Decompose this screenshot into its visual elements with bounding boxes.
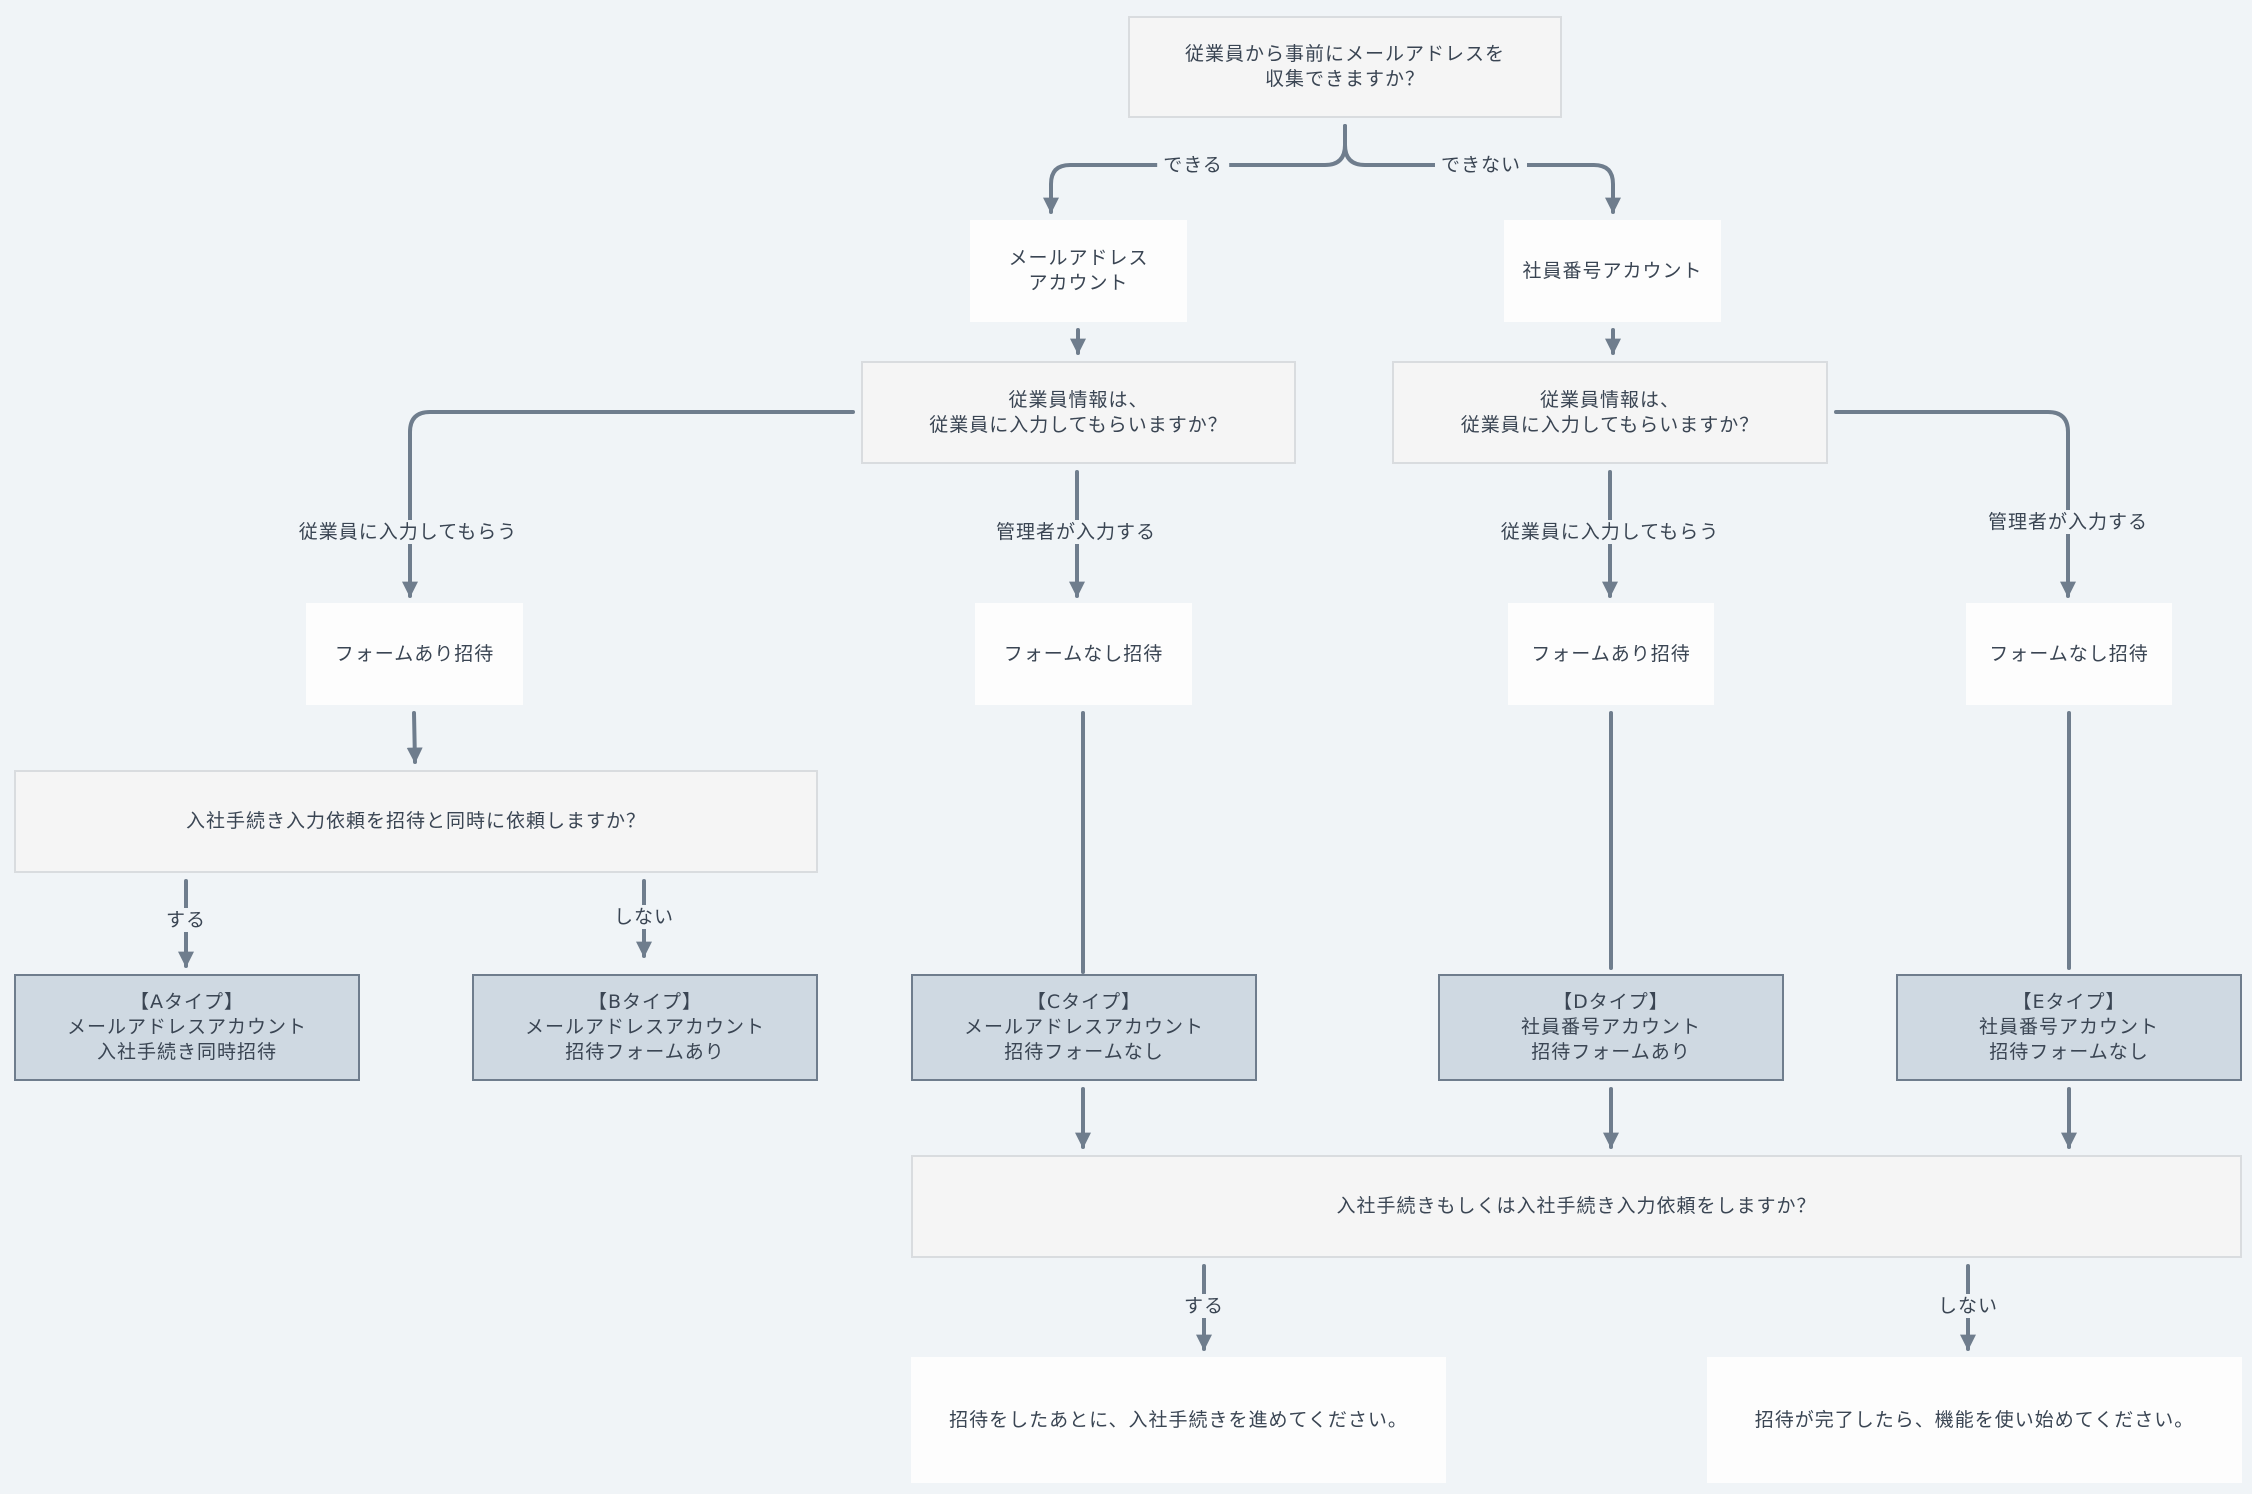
node-text-line: 従業員に入力してもらいますか？	[1460, 413, 1760, 436]
form-invite-node-1: フォームあり招待	[306, 603, 523, 705]
type-b-node: 【Bタイプ】メールアドレスアカウント招待フォームあり	[472, 974, 818, 1081]
employee-number-account-node: 社員番号アカウント	[1504, 220, 1721, 322]
node-text-line: メールアドレスアカウント	[963, 1016, 1204, 1038]
end-node-start-using: 招待が完了したら、機能を使い始めてください。	[1707, 1357, 2242, 1483]
node-text-line: 従業員から事前にメールアドレスを	[1184, 43, 1505, 65]
label-employee-input-left: 従業員に入力してもらう	[292, 520, 524, 544]
node-text-line: 【Cタイプ】	[1026, 991, 1142, 1013]
node-text-line: アカウント	[1028, 272, 1129, 294]
node-text-line: 招待フォームあり	[565, 1041, 725, 1063]
label-dont-end: しない	[1931, 1294, 2005, 1318]
connector-right-to-form-no	[1834, 410, 2076, 598]
label-can: できる	[1157, 153, 1229, 177]
input-question-left: 従業員情報は、従業員に入力してもらいますか？	[861, 361, 1296, 464]
email-collect-question: 従業員から事前にメールアドレスを収集できますか？	[1128, 16, 1562, 118]
type-d-node: 【Dタイプ】社員番号アカウント招待フォームあり	[1438, 974, 1784, 1081]
simultaneous-request-question: 入社手続き入力依頼を招待と同時に依頼しますか？	[14, 770, 818, 873]
node-text-line: 【Eタイプ】	[2012, 991, 2126, 1013]
label-do-a: する	[159, 908, 213, 932]
node-text-line: 招待が完了したら、機能を使い始めてください。	[1754, 1408, 2195, 1431]
node-text-line: 従業員に入力してもらいますか？	[929, 413, 1228, 436]
node-text-line: フォームあり招待	[1531, 642, 1691, 665]
node-text-line: フォームなし招待	[1989, 642, 2149, 665]
node-text-line: 入社手続き同時招待	[96, 1041, 277, 1063]
node-text-line: 社員番号アカウント	[1520, 1016, 1701, 1038]
form-invite-node-2: フォームあり招待	[1508, 603, 1714, 705]
label-employee-input-right: 従業員に入力してもらう	[1494, 520, 1726, 544]
type-e-node: 【Eタイプ】社員番号アカウント招待フォームなし	[1896, 974, 2242, 1081]
node-text-line: フォームなし招待	[1003, 642, 1164, 665]
node-text-line: 従業員情報は、	[1008, 388, 1149, 411]
node-text-line: 【Aタイプ】	[130, 991, 244, 1013]
no-form-invite-node-1: フォームなし招待	[975, 603, 1192, 705]
connector-form-yes-to-simultaneous	[406, 711, 423, 764]
input-question-right: 従業員情報は、従業員に入力してもらいますか？	[1392, 361, 1828, 464]
label-dont-b: しない	[607, 905, 681, 929]
node-text-line: 社員番号アカウント	[1978, 1016, 2159, 1038]
node-text-line: メールアドレス	[1008, 247, 1149, 269]
label-cannot: できない	[1434, 153, 1528, 177]
node-text-line: 入社手続き入力依頼を招待と同時に依頼しますか？	[185, 810, 646, 832]
node-text-line: メールアドレスアカウント	[524, 1016, 765, 1038]
node-text-line: 招待フォームなし	[1004, 1041, 1164, 1063]
procedure-question: 入社手続きもしくは入社手続き入力依頼をしますか？	[911, 1155, 2242, 1258]
type-c-node: 【Cタイプ】メールアドレスアカウント招待フォームなし	[911, 974, 1257, 1081]
label-do-end: する	[1177, 1294, 1231, 1318]
node-text-line: 入社手続きもしくは入社手続き入力依頼をしますか？	[1336, 1195, 1817, 1217]
node-text-line: メールアドレスアカウント	[66, 1016, 307, 1038]
email-account-node: メールアドレスアカウント	[970, 220, 1187, 322]
node-text-line: 収集できますか？	[1264, 68, 1425, 90]
end-node-proceed: 招待をしたあとに、入社手続きを進めてください。	[911, 1357, 1446, 1483]
connector-left-to-form-yes	[402, 410, 855, 598]
no-form-invite-node-2: フォームなし招待	[1966, 603, 2172, 705]
node-text-line: 【Dタイプ】	[1553, 991, 1669, 1013]
node-text-line: 【Bタイプ】	[587, 991, 703, 1013]
label-admin-input-right: 管理者が入力する	[1981, 510, 2155, 534]
label-admin-input-left: 管理者が入力する	[989, 520, 1163, 544]
node-text-line: 招待をしたあとに、入社手続きを進めてください。	[949, 1408, 1408, 1431]
node-text-line: 招待フォームあり	[1531, 1041, 1691, 1063]
node-text-line: 社員番号アカウント	[1522, 259, 1703, 282]
type-a-node: 【Aタイプ】メールアドレスアカウント入社手続き同時招待	[14, 974, 360, 1081]
node-text-line: 招待フォームなし	[1989, 1041, 2149, 1063]
node-text-line: フォームあり招待	[334, 642, 495, 665]
node-text-line: 従業員情報は、	[1539, 388, 1680, 411]
